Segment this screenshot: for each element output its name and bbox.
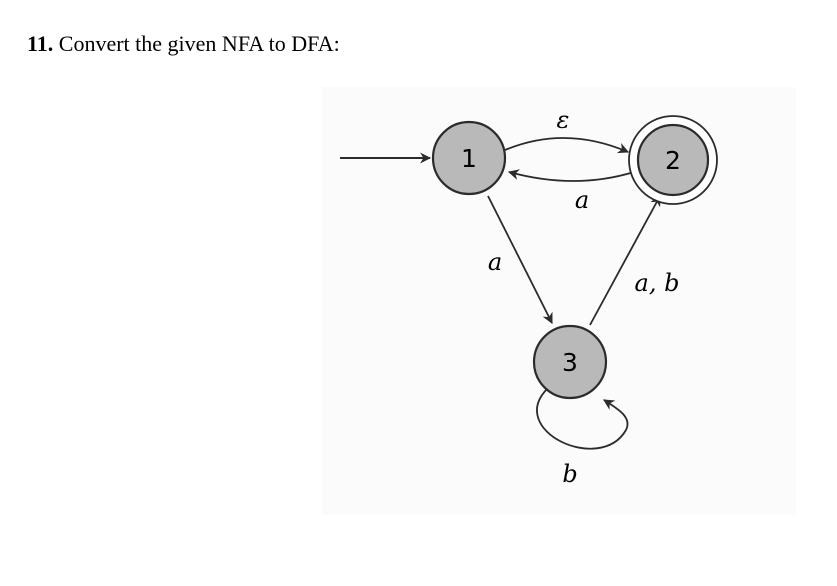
question-text: Convert the given NFA to DFA:	[58, 31, 340, 56]
state-1: 1	[431, 120, 507, 196]
question-prompt: 11. Convert the given NFA to DFA:	[27, 30, 340, 58]
transition-2-to-1	[507, 169, 635, 182]
state-2-label: 2	[665, 146, 681, 175]
question-number: 11.	[27, 31, 54, 56]
transition-1-to-3	[487, 195, 553, 324]
state-1-label: 1	[461, 144, 477, 173]
state-3: 3	[532, 324, 608, 400]
transition-3-to-2	[589, 195, 661, 326]
edge-label-3-self: b	[562, 460, 577, 488]
state-2-accepting: 2	[628, 115, 718, 205]
transition-3-self-loop	[536, 387, 629, 450]
edge-label-1-to-2: ε	[557, 106, 570, 134]
state-3-label: 3	[562, 348, 578, 377]
edge-label-3-to-2: a, b	[635, 269, 680, 297]
transition-1-to-2	[504, 137, 630, 154]
edge-label-1-to-3: a	[488, 248, 502, 276]
edge-label-2-to-1: a	[575, 186, 589, 214]
